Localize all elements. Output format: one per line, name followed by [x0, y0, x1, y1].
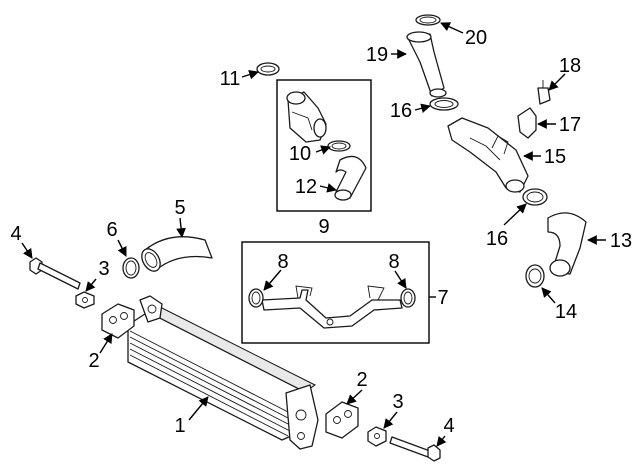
callout-4-left: 4	[10, 223, 21, 245]
callout-7: 7	[437, 287, 448, 309]
part-bracket-left	[101, 303, 135, 339]
part-clamp-16-upper	[429, 97, 459, 111]
part-bracket-right	[325, 401, 359, 439]
callout-18: 18	[559, 55, 581, 77]
callout-14: 14	[555, 301, 577, 323]
part-bolt-right	[389, 436, 441, 462]
part-elbow-17	[517, 107, 537, 139]
part-sensor-18	[537, 80, 551, 105]
callout-11: 11	[220, 68, 241, 90]
callout-19: 19	[366, 44, 388, 66]
part-nut-right	[367, 426, 387, 447]
part-bolt-left	[29, 257, 81, 290]
part-nut-left	[75, 291, 95, 309]
callout-15: 15	[544, 146, 566, 168]
part-clamp-10	[327, 140, 351, 152]
callout-20: 20	[465, 27, 487, 49]
callout-5: 5	[174, 197, 185, 219]
part-outlet-tube	[447, 117, 529, 193]
group-box-9	[276, 79, 372, 212]
part-o-ring-11	[256, 62, 280, 76]
part-clamp-16-lower	[522, 188, 548, 206]
part-clamp-right	[400, 288, 416, 308]
group-box-7	[241, 241, 430, 344]
callout-2-left: 2	[88, 350, 99, 372]
callout-6: 6	[106, 219, 117, 241]
part-inlet-hose	[141, 236, 213, 272]
part-tube-assembly	[261, 285, 403, 329]
part-pipe-19	[406, 31, 447, 98]
callout-9: 9	[318, 216, 329, 238]
callout-13: 13	[610, 230, 632, 252]
callout-2-right: 2	[356, 369, 367, 391]
callout-4-right: 4	[443, 415, 454, 437]
part-intercooler	[127, 295, 319, 450]
callout-8-right: 8	[388, 251, 399, 273]
callout-12: 12	[295, 176, 317, 198]
part-hose-12	[334, 155, 367, 201]
callout-8-left: 8	[277, 251, 288, 273]
part-o-ring-14	[525, 264, 545, 288]
part-clamp-left	[248, 288, 264, 308]
callout-10: 10	[289, 143, 311, 165]
part-hose-13	[547, 212, 587, 277]
callout-16-lower: 16	[486, 228, 508, 250]
callout-17: 17	[559, 114, 581, 136]
part-throttle-adapter	[286, 91, 327, 143]
callout-3-right: 3	[392, 391, 403, 413]
callout-16-upper: 16	[390, 100, 412, 122]
callout-3-left: 3	[98, 258, 109, 280]
callout-1: 1	[174, 415, 185, 437]
